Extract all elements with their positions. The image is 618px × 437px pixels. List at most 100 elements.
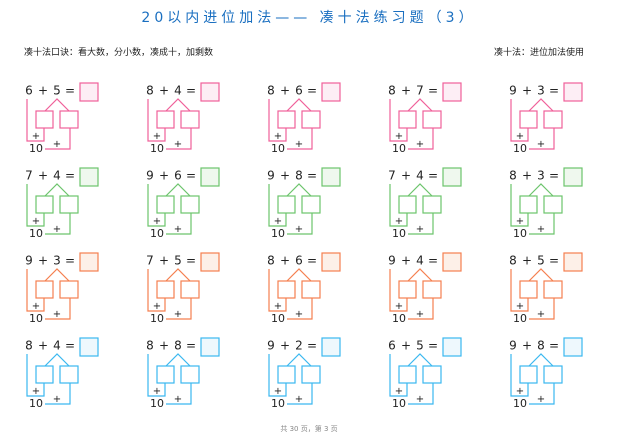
problem-cell: 9+4=++10 (388, 252, 462, 325)
split-box-left[interactable] (35, 365, 54, 384)
equals-sign: = (186, 254, 196, 268)
split-box-left[interactable] (398, 195, 417, 214)
addend-1: 9 (146, 169, 154, 183)
answer-box[interactable] (79, 252, 99, 272)
answer-box[interactable] (442, 337, 462, 357)
split-box-right[interactable] (543, 110, 563, 129)
plus-sign: + (395, 131, 403, 142)
problem-cell: 8+5=++10 (509, 252, 583, 325)
answer-box[interactable] (321, 337, 341, 357)
remainder-bracket (529, 383, 555, 405)
answer-box[interactable] (200, 252, 220, 272)
make-ten-bracket (26, 99, 45, 142)
page-title: 20以内进位加法—— 凑十法练习题（3） (141, 10, 477, 26)
split-box-left[interactable] (519, 365, 538, 384)
answer-box[interactable] (321, 167, 341, 187)
split-box-right[interactable] (422, 110, 442, 129)
answer-box[interactable] (442, 167, 462, 187)
answer-box[interactable] (563, 82, 583, 102)
split-box-left[interactable] (156, 110, 175, 129)
make-ten-bracket (389, 184, 408, 227)
plus-sign: + (53, 224, 61, 235)
split-box-right[interactable] (180, 195, 200, 214)
plus-sign: + (395, 216, 403, 227)
answer-box[interactable] (200, 167, 220, 187)
split-box-right[interactable] (543, 195, 563, 214)
remainder-bracket (408, 298, 434, 320)
addend-1: 8 (388, 84, 396, 98)
split-box-right[interactable] (180, 365, 200, 384)
plus-sign: + (522, 84, 532, 98)
split-box-left[interactable] (156, 280, 175, 299)
plus-sign: + (32, 131, 40, 142)
ten-label: 10 (29, 312, 43, 325)
answer-box[interactable] (79, 167, 99, 187)
ten-label: 10 (271, 227, 285, 240)
split-box-right[interactable] (59, 110, 79, 129)
split-box-left[interactable] (35, 110, 54, 129)
split-box-left[interactable] (398, 110, 417, 129)
split-box-left[interactable] (519, 110, 538, 129)
remainder-bracket (287, 383, 313, 405)
split-box-right[interactable] (59, 195, 79, 214)
make-ten-bracket (389, 269, 408, 312)
split-box-right[interactable] (422, 365, 442, 384)
answer-box[interactable] (321, 82, 341, 102)
addend-2: 5 (416, 339, 424, 353)
split-box-left[interactable] (277, 110, 296, 129)
split-box-right[interactable] (301, 280, 321, 299)
plus-sign: + (416, 394, 424, 405)
problem-cell: 9+6=++10 (146, 167, 220, 240)
remainder-bracket (408, 128, 434, 150)
addend-2: 4 (174, 84, 182, 98)
page-footer: 共 30 页，第 3 页 (280, 425, 338, 433)
remainder-bracket (287, 213, 313, 235)
answer-box[interactable] (563, 167, 583, 187)
split-box-right[interactable] (543, 280, 563, 299)
answer-box[interactable] (563, 252, 583, 272)
equals-sign: = (428, 339, 438, 353)
answer-box[interactable] (79, 82, 99, 102)
addend-1: 8 (267, 254, 275, 268)
split-box-left[interactable] (519, 280, 538, 299)
answer-box[interactable] (79, 337, 99, 357)
problem-cell: 9+3=++10 (25, 252, 99, 325)
split-box-left[interactable] (277, 280, 296, 299)
answer-box[interactable] (563, 337, 583, 357)
answer-box[interactable] (200, 82, 220, 102)
addend-1: 7 (146, 254, 154, 268)
split-box-right[interactable] (422, 195, 442, 214)
split-box-right[interactable] (301, 195, 321, 214)
ten-label: 10 (150, 227, 164, 240)
split-box-left[interactable] (277, 365, 296, 384)
split-box-right[interactable] (59, 280, 79, 299)
answer-box[interactable] (442, 82, 462, 102)
split-box-right[interactable] (301, 110, 321, 129)
split-box-right[interactable] (543, 365, 563, 384)
split-box-right[interactable] (422, 280, 442, 299)
answer-box[interactable] (321, 252, 341, 272)
plus-sign: + (295, 309, 303, 320)
split-box-left[interactable] (35, 195, 54, 214)
plus-sign: + (537, 309, 545, 320)
split-box-left[interactable] (398, 365, 417, 384)
split-box-left[interactable] (277, 195, 296, 214)
split-box-left[interactable] (156, 195, 175, 214)
split-box-left[interactable] (35, 280, 54, 299)
addend-2: 4 (53, 169, 61, 183)
addend-2: 3 (537, 84, 545, 98)
split-lines (407, 268, 433, 282)
split-box-right[interactable] (301, 365, 321, 384)
split-box-right[interactable] (180, 280, 200, 299)
split-box-left[interactable] (156, 365, 175, 384)
split-box-right[interactable] (180, 110, 200, 129)
answer-box[interactable] (200, 337, 220, 357)
plus-sign: + (516, 386, 524, 397)
split-lines (44, 98, 70, 112)
problem-cell: 7+4=++10 (25, 167, 99, 240)
split-box-left[interactable] (398, 280, 417, 299)
split-box-right[interactable] (59, 365, 79, 384)
plus-sign: + (274, 216, 282, 227)
answer-box[interactable] (442, 252, 462, 272)
split-box-left[interactable] (519, 195, 538, 214)
